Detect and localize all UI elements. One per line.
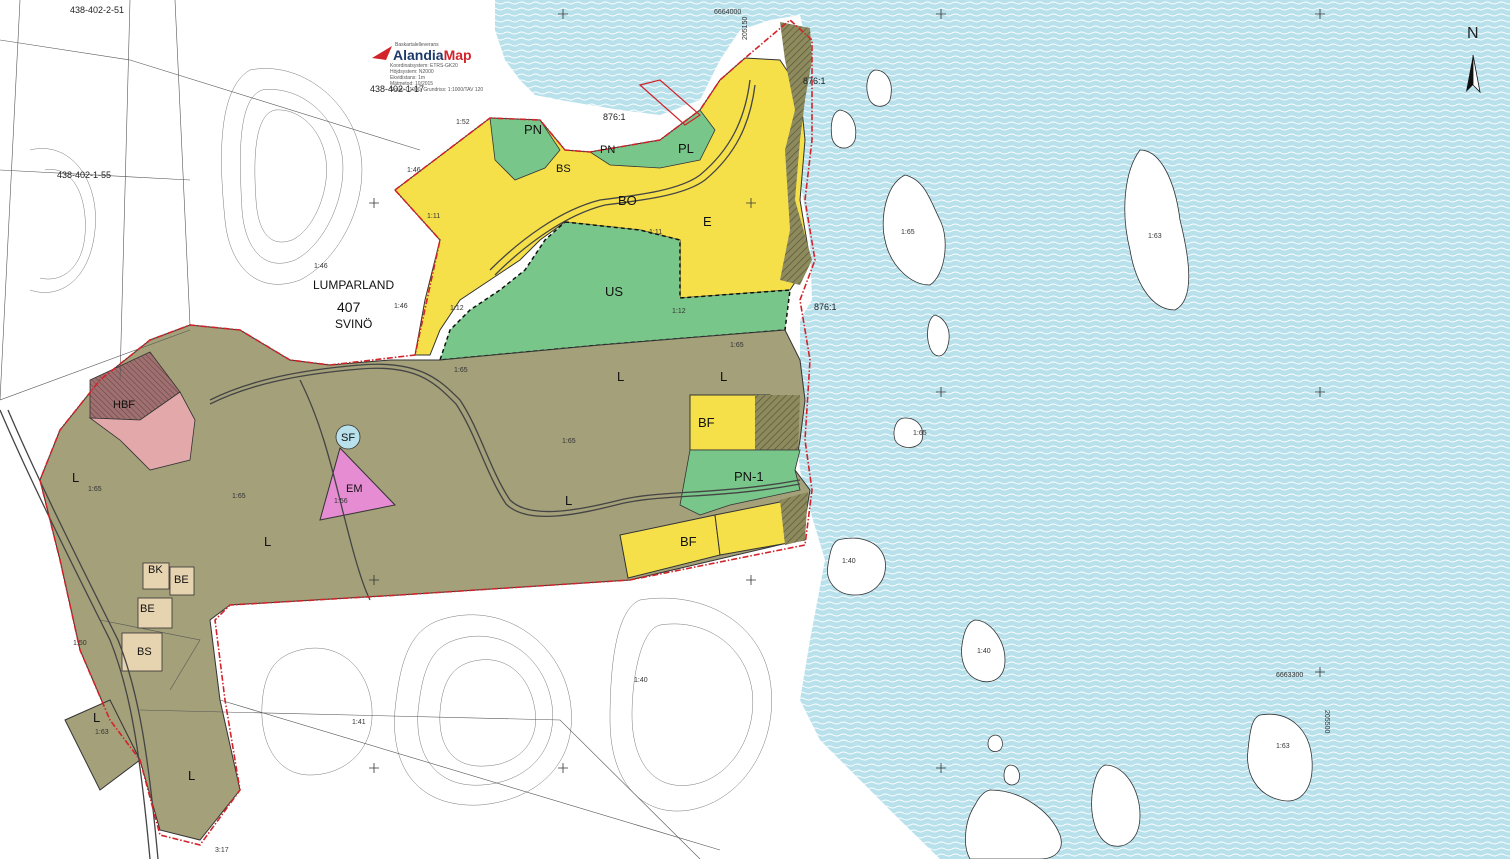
hatched-bf-3 (780, 492, 808, 545)
zone-bf-1: BF (698, 415, 715, 430)
pier-boundary (638, 79, 701, 126)
estate-label: 1:56 (334, 498, 348, 505)
zone-l-5: L (264, 534, 271, 549)
zone-bs-2: BS (137, 646, 152, 658)
estate-label: 1:63 (1276, 743, 1290, 750)
estate-label: 1:12 (450, 305, 464, 312)
roads (0, 79, 801, 860)
sf-circle (335, 424, 361, 450)
estate-label: 1:52 (456, 119, 470, 126)
zone-pl: PL (678, 141, 694, 156)
zone-pn-top: PN (524, 122, 542, 137)
estate-label: 1:40 (634, 677, 648, 684)
estate-label: 1:46 (394, 303, 408, 310)
zone-l-2: L (720, 369, 727, 384)
estate-label: 1:46 (314, 263, 328, 270)
zone-e: E (703, 214, 712, 229)
estate-label: 1:65 (454, 367, 468, 374)
parcel-lines (0, 0, 721, 860)
coord-y-top: 6664000 (714, 9, 741, 16)
municipality-label: LUMPARLAND (313, 278, 394, 292)
estate-label: 1:40 (842, 558, 856, 565)
estate-label: 1:65 (562, 438, 576, 445)
estate-label: 1:12 (672, 308, 686, 315)
estate-label: 1:63 (1148, 233, 1162, 240)
pn1-zone (679, 449, 801, 516)
coord-x-top: 205150 (742, 17, 749, 40)
map-label: Höjdsystem: N2000 (390, 69, 434, 75)
parcel-label-3: 438-402-1-17 (370, 84, 424, 94)
zone-bk: BK (148, 564, 163, 576)
parcel-label-2: 438-402-1-55 (57, 170, 111, 180)
zone-be-2: BE (140, 603, 155, 615)
zone-l-3: L (565, 493, 572, 508)
map-label: Skala: 1:1000, Grundriss: 1:1000/TAV 120 (390, 87, 483, 93)
zone-l-7: L (188, 768, 195, 783)
map-label: Baskartalelleverans (395, 42, 439, 48)
plan-boundary (39, 18, 816, 846)
em-zone (319, 447, 396, 521)
hbf-zone-pink (88, 391, 196, 471)
estate-label: 1:65 (232, 493, 246, 500)
north-arrow-icon: N (1466, 25, 1481, 94)
estate-label: 1:41 (352, 719, 366, 726)
estate-label: 1:65 (901, 229, 915, 236)
hatched-shore-ne (780, 22, 812, 285)
estate-label: 1:65 (730, 342, 744, 349)
coord-x-right: 205500 (1323, 710, 1330, 733)
zone-bf-2: BF (680, 534, 697, 549)
map-label: AlandiaMap (393, 47, 472, 63)
zone-sf: SF (341, 432, 355, 444)
north-label: N (1467, 25, 1479, 42)
zone-l-4: L (72, 470, 79, 485)
alandiamap-logo: AlandiaMap Baskartalelleverans Koordinat… (372, 42, 483, 93)
estate-label: 1:11 (427, 213, 440, 220)
be-zone-2 (137, 597, 173, 629)
zone-l-1: L (617, 369, 624, 384)
estate-label: 1:50 (73, 640, 87, 647)
zone-bs: BS (556, 163, 571, 175)
estate-label: 1:46 (407, 167, 421, 174)
estate-label: 3:17 (215, 847, 229, 854)
village-label: SVINÖ (335, 317, 372, 331)
hatched-bf-1 (755, 395, 800, 450)
zone-em: EM (346, 483, 363, 495)
estate-label: 1:11 (649, 229, 662, 236)
estate-label: 1:63 (95, 729, 109, 736)
zone-l-6: L (93, 710, 100, 725)
be-zone-1 (169, 566, 195, 596)
zone-us: US (605, 284, 623, 299)
bk-zone (142, 562, 170, 590)
parcel-label-5: 876:1 (803, 76, 826, 86)
estate-label: 1:65 (913, 430, 927, 437)
zone-pn-mid: PN (600, 144, 615, 156)
map-label: Koordinatsystem: ETRS-GK20 (390, 63, 458, 69)
coord-y-bottom: 6663300 (1276, 672, 1303, 679)
zone-be-1: BE (174, 574, 189, 586)
zone-pn-1: PN-1 (734, 469, 764, 484)
estate-label: 1:40 (977, 648, 991, 655)
estate-label: 1:65 (88, 486, 102, 493)
zone-bo: BO (618, 193, 637, 208)
grid-crosses (369, 9, 1325, 773)
islands (827, 69, 1313, 860)
map-label: Ekvidistans: 1m (390, 75, 425, 81)
parcel-label-4: 876:1 (603, 112, 626, 122)
map-label: Mätmetod: 10/2015 (390, 81, 433, 87)
water-area (495, 0, 1510, 859)
bs-zone-2 (121, 632, 163, 672)
parcel-label-1: 438-402-2-51 (70, 5, 124, 15)
parcel-label-6: 876:1 (814, 302, 837, 312)
municipality-number: 407 (337, 299, 361, 315)
zone-hbf: HBF (113, 399, 135, 411)
